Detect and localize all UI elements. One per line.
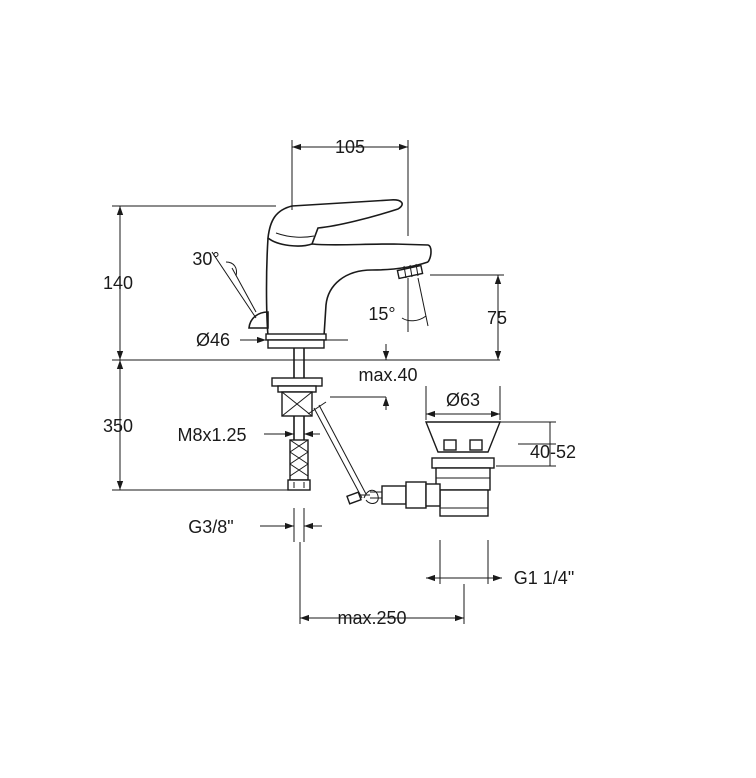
dimension-g114 xyxy=(426,540,502,584)
dimension-30-degree xyxy=(211,251,257,319)
dimension-105 xyxy=(291,140,409,236)
label-center-distance: max.250 xyxy=(337,608,406,628)
label-drain-diameter: Ø63 xyxy=(446,390,480,410)
dimension-75 xyxy=(430,274,504,360)
dimension-140 xyxy=(112,205,276,360)
dimension-max250 xyxy=(299,542,465,624)
label-base-diameter: Ø46 xyxy=(196,330,230,350)
dimension-15-degree xyxy=(401,277,429,332)
label-lever-angle: 30° xyxy=(192,249,219,269)
dimension-g38 xyxy=(260,508,322,542)
label-hose-thread: G3/8" xyxy=(188,517,233,537)
drain-waste xyxy=(360,421,502,517)
deck-line xyxy=(112,359,500,398)
dimension-40-52 xyxy=(496,421,556,467)
label-below-deck: 350 xyxy=(103,416,133,436)
label-spout-height: 75 xyxy=(487,308,507,328)
faucet-outline xyxy=(231,199,432,349)
label-deck-thickness: max.40 xyxy=(358,365,417,385)
label-spout-angle: 15° xyxy=(368,304,395,324)
label-spout-reach: 105 xyxy=(335,137,365,157)
label-drain-adjust: 40-52 xyxy=(530,442,576,462)
dimension-350 xyxy=(112,360,288,491)
mounting-stud-and-hose xyxy=(271,348,323,491)
label-drain-thread: G1 1/4" xyxy=(514,568,574,588)
dimension-diameter-63 xyxy=(425,386,501,420)
label-stud-thread: M8x1.25 xyxy=(177,425,246,445)
label-faucet-height: 140 xyxy=(103,273,133,293)
pop-up-rod xyxy=(307,401,379,505)
